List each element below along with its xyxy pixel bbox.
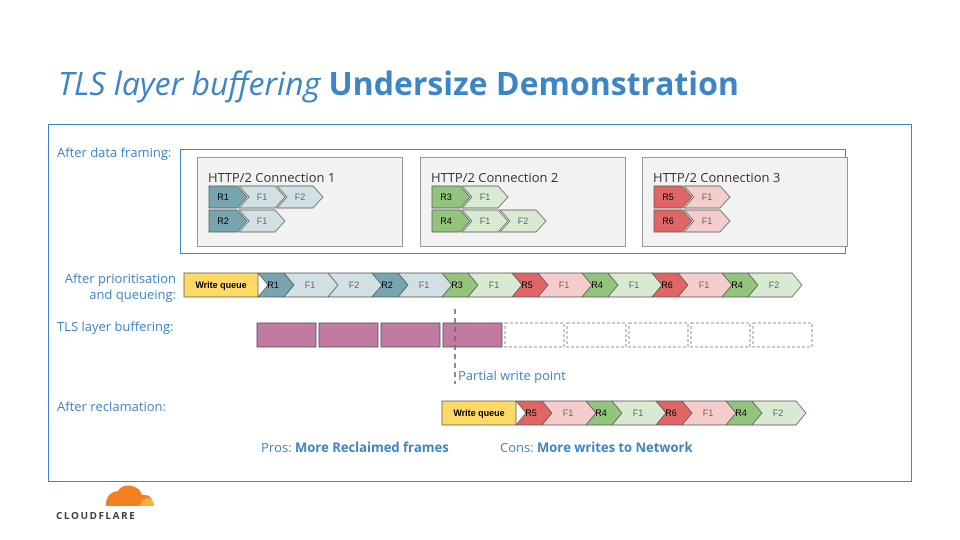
conn-frame-label: R6	[662, 216, 674, 226]
queue-frame-label: R5	[521, 280, 533, 290]
conn-frame	[431, 185, 471, 209]
cons-label: Cons:	[500, 438, 534, 456]
conn-frame-label: F1	[480, 192, 491, 202]
label-tls-buffering: TLS layer buffering:	[57, 317, 174, 335]
label-after-framing: After data framing:	[57, 143, 172, 161]
queue-frame-label: R4	[731, 280, 743, 290]
conn-frame	[683, 209, 731, 233]
connection-3-title: HTTP/2 Connection 3	[653, 168, 781, 186]
conn-frame	[653, 185, 693, 209]
queue-frame-label: F1	[305, 280, 316, 290]
conn-frame	[208, 209, 248, 233]
queue-frame	[747, 272, 803, 298]
title-italic: TLS layer buffering	[58, 62, 321, 105]
conn-frame	[461, 185, 509, 209]
connection-2-title: HTTP/2 Connection 2	[431, 168, 559, 186]
tls-buffer-cell	[442, 322, 503, 348]
queue-frame-label: R2	[381, 280, 393, 290]
queue-frame-label: F1	[699, 280, 710, 290]
cloudflare-logo: CLOUDFLARE	[56, 484, 156, 522]
reclaimed-frame-label: R5	[525, 408, 537, 418]
queue-frame-label: F2	[769, 280, 780, 290]
cons-value: More writes to Network	[536, 438, 693, 456]
reclaimed-frame-label: R4	[735, 408, 747, 418]
reclaimed-frame-label: R4	[595, 408, 607, 418]
queue-write-queue-label: Write queue	[195, 280, 246, 290]
cons-note: Cons: More writes to Network	[500, 438, 693, 456]
conn-frame	[238, 185, 286, 209]
tls-buffer-cell	[566, 322, 627, 348]
tls-buffer-cell	[690, 322, 751, 348]
conn-frame-label: F2	[295, 192, 306, 202]
label-after-reclamation: After reclamation:	[57, 397, 166, 415]
label-after-prioritisation-2: and queueing:	[89, 285, 176, 303]
queue-frame-label: F2	[349, 280, 360, 290]
tls-buffer-cell	[752, 322, 813, 348]
cloud-icon	[106, 485, 154, 506]
label-after-prioritisation-1: After prioritisation	[64, 269, 176, 287]
tls-buffer-cell	[318, 322, 379, 348]
diagram-frame	[48, 124, 912, 482]
tls-buffer-cell	[504, 322, 565, 348]
partial-write-label: Partial write point	[458, 366, 566, 384]
connection-1-title: HTTP/2 Connection 1	[208, 168, 336, 186]
conn-frame-label: R5	[662, 192, 674, 202]
conn-frame-label: F1	[480, 216, 491, 226]
reclaimed-frame-label: F1	[703, 408, 714, 418]
conn-frame	[683, 185, 731, 209]
queue-write-queue-box	[183, 272, 259, 298]
queue-frame-label: R4	[591, 280, 603, 290]
conn-frame	[208, 185, 248, 209]
conn-frame-label: R3	[440, 192, 452, 202]
conn-frame-label: F1	[702, 192, 713, 202]
conn-frame-label: R2	[217, 216, 229, 226]
queue-frame-label: F1	[489, 280, 500, 290]
pros-value: More Reclaimed frames	[294, 438, 449, 456]
conn-frame	[276, 185, 324, 209]
conn-frame-label: F2	[518, 216, 529, 226]
conn-frame	[431, 209, 471, 233]
conn-frame	[499, 209, 547, 233]
conn-frame-label: F1	[702, 216, 713, 226]
conn-frame	[653, 209, 693, 233]
queue-frame-label: R1	[267, 280, 279, 290]
slide-title: TLS layer buffering Undersize Demonstrat…	[58, 62, 739, 105]
pros-note: Pros: More Reclaimed frames	[261, 438, 449, 456]
conn-frame-label: R1	[217, 192, 229, 202]
queue-frame-label: F1	[629, 280, 640, 290]
tls-buffer-cell	[256, 322, 317, 348]
logo-text: CLOUDFLARE	[56, 508, 137, 522]
conn-frame-label: R4	[440, 216, 452, 226]
reclaimed-frame-label: F2	[773, 408, 784, 418]
tls-buffer-cell	[628, 322, 689, 348]
conn-frame-label: F1	[257, 216, 268, 226]
queue-frame-label: F1	[419, 280, 430, 290]
reclaimed-write-queue-box	[441, 400, 517, 426]
queue-frame-label: R3	[451, 280, 463, 290]
queue-frame-label: R6	[661, 280, 673, 290]
queue-frame-label: F1	[559, 280, 570, 290]
conn-frame	[238, 209, 286, 233]
reclaimed-frame-label: F1	[633, 408, 644, 418]
reclaimed-frame-label: R6	[665, 408, 677, 418]
reclaimed-write-queue-label: Write queue	[453, 408, 504, 418]
reclaimed-frame	[751, 400, 807, 426]
conn-frame-label: F1	[257, 192, 268, 202]
conn-frame	[461, 209, 509, 233]
pros-label: Pros:	[261, 438, 292, 456]
reclaimed-frame-label: F1	[563, 408, 574, 418]
title-bold: Undersize Demonstration	[328, 62, 739, 105]
tls-buffer-cell	[380, 322, 441, 348]
